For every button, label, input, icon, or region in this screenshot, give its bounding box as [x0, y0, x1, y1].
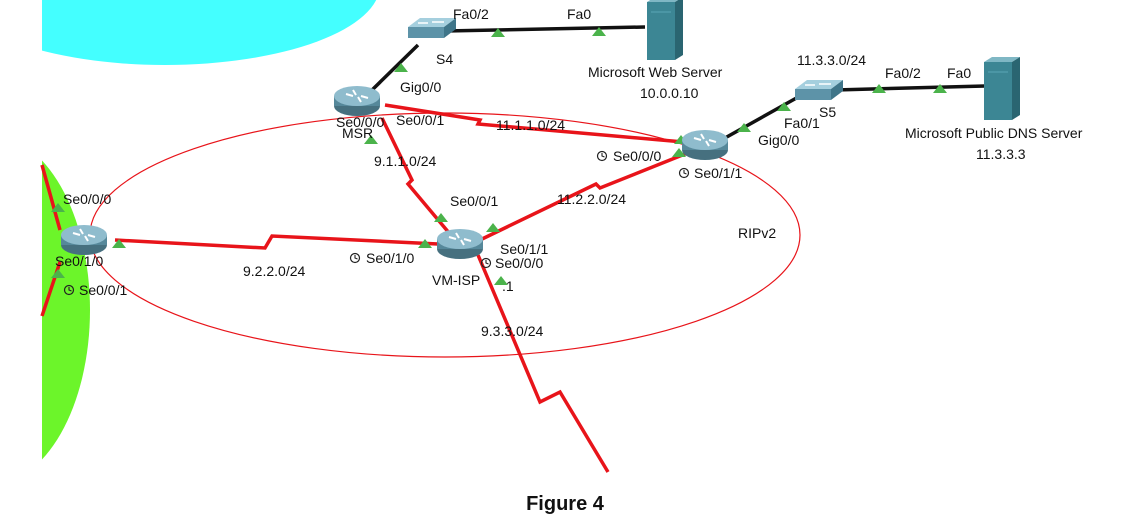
net-9-1-1-label: 9.1.1.0/24: [374, 153, 436, 169]
msr-se000-label: Se0/0/0: [336, 114, 384, 130]
net-11-2-2-label: 11.2.2.0/24: [557, 191, 626, 207]
s5-fa01-label: Fa0/1: [784, 115, 820, 131]
r3-gig00-label: Gig0/0: [758, 132, 799, 148]
vm-se010-label: Se0/1/0: [366, 250, 414, 266]
link-r3-s5: [724, 94, 801, 140]
router-icon[interactable]: [681, 129, 729, 161]
ripv2-label: RIPv2: [738, 225, 776, 241]
left-mask: [0, 0, 42, 523]
link-status-lights: [51, 27, 947, 285]
switch-icon[interactable]: [407, 17, 457, 39]
link-vm-down: [476, 254, 610, 473]
clock-icon: [349, 252, 361, 264]
s5-label: S5: [819, 104, 836, 120]
vm-isp-label: VM-ISP: [432, 272, 480, 288]
r3-se011-label: Se0/1/1: [694, 165, 742, 181]
link-s5-dns: [834, 84, 986, 92]
link-r3-vm: [479, 150, 691, 242]
link-left-vm: [114, 234, 439, 250]
switch-icon[interactable]: [794, 79, 844, 101]
link-s4-msr: [368, 43, 420, 94]
web-server-ip: 10.0.0.10: [640, 85, 699, 101]
link-msr-vm: [380, 117, 457, 242]
figure-caption: Figure 4: [526, 493, 605, 515]
r3-se000-label: Se0/0/0: [613, 148, 661, 164]
dns-server-label: Microsoft Public DNS Server: [905, 125, 1083, 141]
link-s4-web: [444, 25, 646, 33]
vm-dot1-label: .1: [502, 278, 514, 294]
net-11-3-3-label: 11.3.3.0/24: [797, 52, 866, 68]
server-icon[interactable]: [983, 56, 1021, 121]
link-left-upper: [40, 164, 62, 231]
vm-se011-label: Se0/1/1: [500, 241, 548, 257]
router-icon[interactable]: [436, 228, 484, 260]
clock-icon: [596, 150, 608, 162]
net-9-3-3-label: 9.3.3.0/24: [481, 323, 543, 339]
net-9-2-2-label: 9.2.2.0/24: [243, 263, 305, 279]
dns-fa0-label: Fa0: [947, 65, 971, 81]
dns-server-ip: 11.3.3.3: [976, 146, 1026, 162]
vm-se000-label: Se0/0/0: [495, 255, 543, 271]
web-fa0-label: Fa0: [567, 6, 591, 22]
server-icon[interactable]: [646, 0, 684, 61]
link-msr-r3: [384, 103, 696, 145]
router-icon[interactable]: [333, 85, 381, 117]
router-icon[interactable]: [60, 224, 108, 256]
msr-gig00-label: Gig0/0: [400, 79, 441, 95]
cyan-network-area: [0, 0, 377, 65]
msr-se001-label: Se0/0/1: [396, 112, 444, 128]
left-se010-label: Se0/1/0: [55, 253, 103, 269]
left-se000-label: Se0/0/0: [63, 191, 111, 207]
s4-fa02-label: Fa0/2: [453, 6, 489, 22]
msr-label: MSR: [342, 125, 373, 141]
clock-icon: [678, 167, 690, 179]
s5-fa02-label: Fa0/2: [885, 65, 921, 81]
vm-se001-label: Se0/0/1: [450, 193, 498, 209]
left-se001-label: Se0/0/1: [79, 282, 127, 298]
net-11-1-1-label: 11.1.1.0/24: [496, 117, 565, 133]
s4-label: S4: [436, 51, 453, 67]
web-server-label: Microsoft Web Server: [588, 64, 723, 80]
